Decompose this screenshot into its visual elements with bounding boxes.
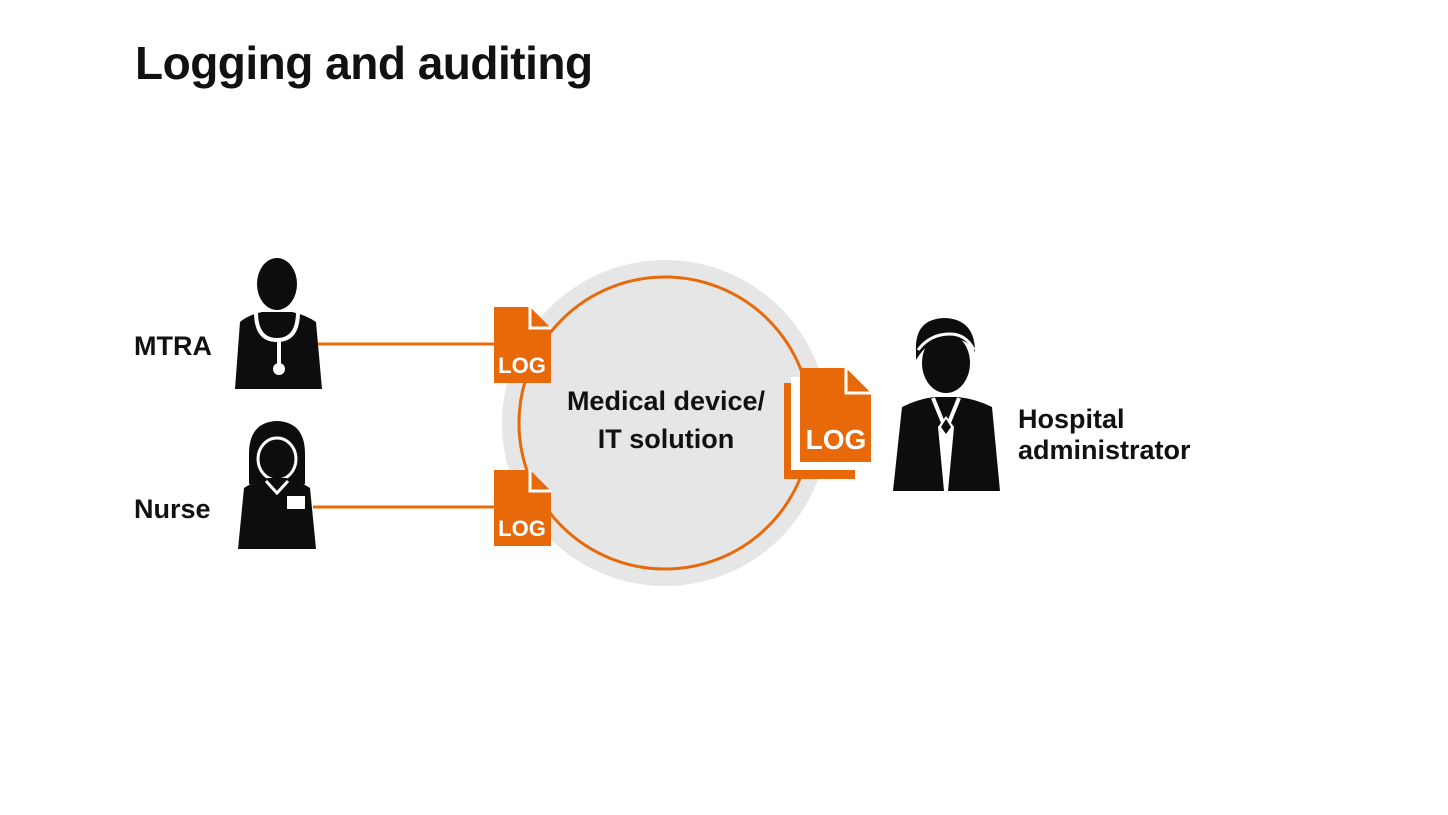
- system-label-line2: IT solution: [597, 424, 735, 454]
- nurse-label: Nurse: [134, 494, 211, 524]
- nurse-log-document-icon: LOG: [494, 470, 551, 546]
- mtra-doctor-icon: [235, 258, 322, 389]
- administrator-label-line2: administrator: [1018, 435, 1191, 465]
- aggregated-log-stack-icon: LOG: [784, 368, 871, 479]
- system-label: Medical device/ IT solution: [545, 382, 787, 458]
- slide-title: Logging and auditing: [135, 37, 593, 89]
- nurse-log-label: LOG: [498, 516, 546, 541]
- aggregated-log-label: LOG: [806, 424, 867, 455]
- administrator-label: Hospital administrator: [1018, 404, 1191, 466]
- system-circle: [502, 260, 828, 586]
- mtra-log-label: LOG: [498, 353, 546, 378]
- nurse-icon: [238, 421, 316, 549]
- mtra-label: MTRA: [134, 331, 212, 361]
- system-label-line1: Medical device/: [566, 386, 766, 416]
- mtra-log-document-icon: LOG: [494, 307, 551, 383]
- hospital-administrator-icon: [893, 318, 1000, 491]
- administrator-label-line1: Hospital: [1018, 404, 1125, 434]
